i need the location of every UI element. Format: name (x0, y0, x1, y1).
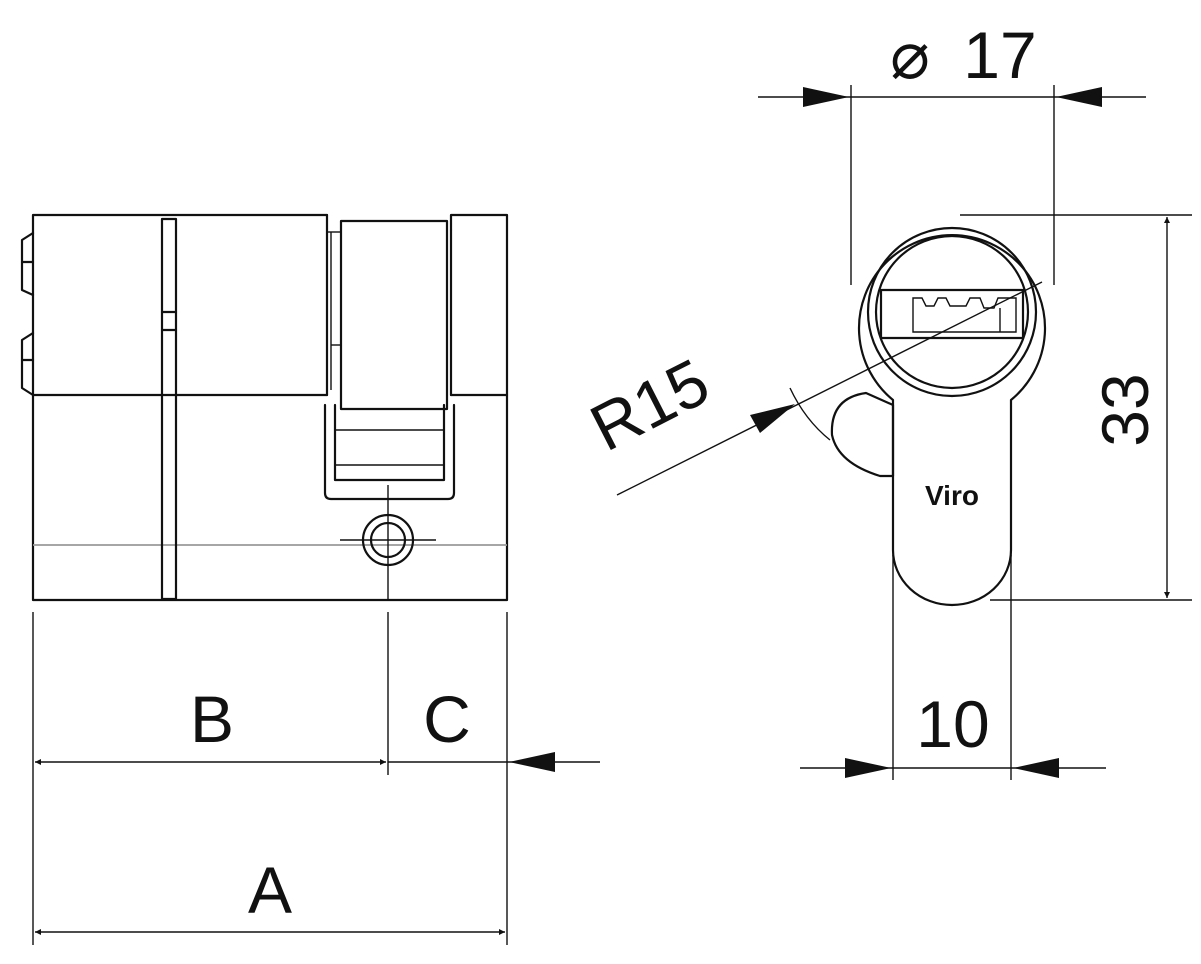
dim-dia-arrow-right (1056, 87, 1102, 107)
body-top-left (31, 213, 509, 602)
brand-logo: Viro (925, 480, 979, 511)
dim-c-arrow (509, 752, 555, 772)
label-diameter: 17 (963, 18, 1036, 92)
profile-outline (857, 234, 1047, 607)
label-cam-width: 10 (916, 687, 989, 761)
label-a: A (248, 853, 292, 927)
plug-ring-inner (874, 234, 1030, 390)
front-view: Viro (830, 226, 1047, 607)
side-view (20, 213, 509, 602)
keyway-slot (879, 288, 1025, 340)
end-notch-upper (20, 231, 35, 297)
retaining-strip (160, 217, 178, 601)
diameter-symbol: ⌀ (890, 18, 930, 92)
front-dimensions: ⌀ 17 33 10 R15 (579, 18, 1192, 780)
side-dimensions: B C A (32, 612, 600, 945)
cam-inner (333, 403, 446, 482)
cam-lever (830, 391, 895, 478)
dim-dia-arrow-left (803, 87, 849, 107)
plug-ring-outer (866, 226, 1038, 398)
end-notch-lower (20, 331, 35, 397)
key-profile (912, 297, 1017, 333)
cam-housing (339, 219, 449, 411)
radius-arc (789, 387, 831, 441)
label-c: C (423, 682, 471, 756)
label-radius: R15 (579, 344, 720, 465)
radius-arrow (750, 404, 795, 433)
label-b: B (190, 682, 234, 756)
radius-leader (616, 281, 1043, 496)
dim-cam-arrow-left (845, 758, 891, 778)
label-height: 33 (1088, 373, 1162, 446)
cam-outline (323, 403, 456, 501)
dim-cam-arrow-right (1013, 758, 1059, 778)
